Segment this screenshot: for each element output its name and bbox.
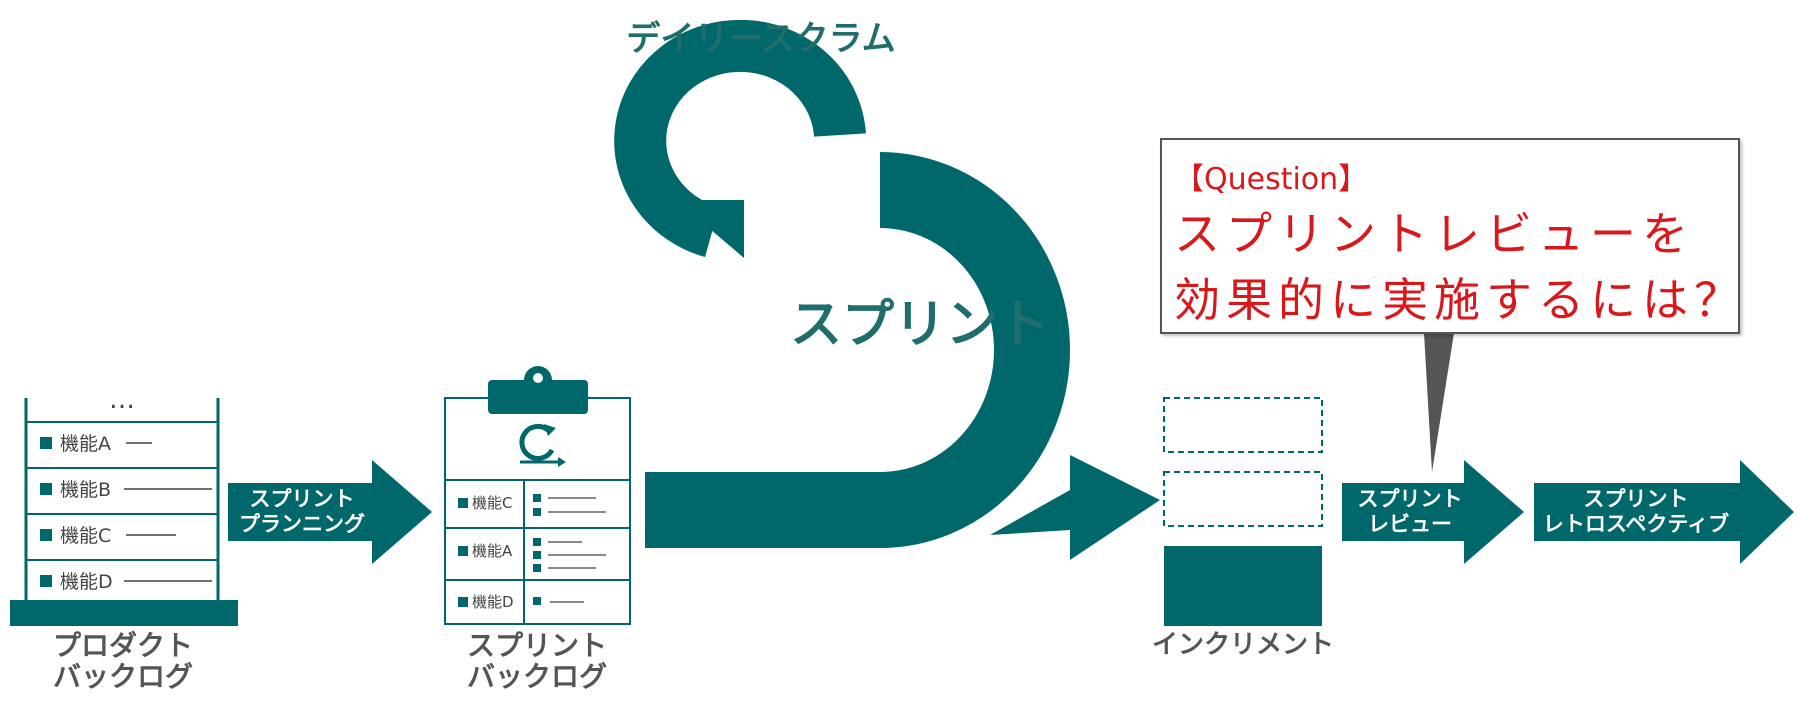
sprint-backlog-item: 機能C (472, 494, 512, 512)
sprint-label: スプリント (790, 295, 1050, 355)
product-backlog-label: プロダクト (53, 629, 193, 662)
sprint-review-arrow (1342, 460, 1524, 564)
question-tag: 【Question】 (1174, 162, 1369, 197)
increment-label: インクリメント (1152, 630, 1334, 660)
question-pointer (1424, 333, 1454, 472)
product-backlog-item: 機能D (60, 571, 113, 593)
product-backlog: … 機能A 機能B 機能C 機能D (10, 385, 238, 626)
daily-scrum-label: デイリースクラム (626, 19, 895, 59)
sprint-backlog-label: スプリント (467, 629, 607, 662)
product-backlog-label: バックログ (53, 660, 193, 693)
question-callout: 【Question】 スプリントレビューを 効果的に実施するには？ (1160, 138, 1740, 334)
backlog-ellipsis: … (109, 385, 135, 415)
sprint-planning-label: プランニング (239, 512, 365, 536)
question-text: スプリントレビューを (1174, 207, 1694, 261)
sprint-output-arrow (990, 455, 1160, 560)
sprint-backlog-item: 機能A (472, 542, 513, 560)
sprint-retrospective-label: スプリント (1584, 487, 1689, 511)
sprint-review-label: レビュー (1368, 512, 1452, 536)
sprint-planning-label: スプリント (250, 487, 355, 511)
sprint-retrospective-label: レトロスペクティブ (1543, 512, 1729, 536)
sprint-planning-arrow (228, 460, 432, 564)
product-backlog-item: 機能B (60, 479, 111, 501)
product-backlog-item: 機能A (60, 433, 111, 455)
sprint-backlog-item: 機能D (472, 593, 514, 611)
sprint-backlog-label: バックログ (467, 660, 607, 693)
sprint-review-label: スプリント (1358, 487, 1463, 511)
sprint-spiral (645, 152, 1070, 548)
increment-stack (1163, 397, 1323, 626)
sprint-retrospective-arrow (1534, 460, 1794, 564)
question-text: 効果的に実施するには？ (1174, 273, 1746, 327)
sprint-backlog-clipboard: 機能C 機能A 機能D (444, 366, 631, 625)
daily-scrum-loop-icon (614, 19, 866, 258)
scrum-cycle-icon (519, 423, 566, 467)
product-backlog-item: 機能C (60, 525, 111, 547)
